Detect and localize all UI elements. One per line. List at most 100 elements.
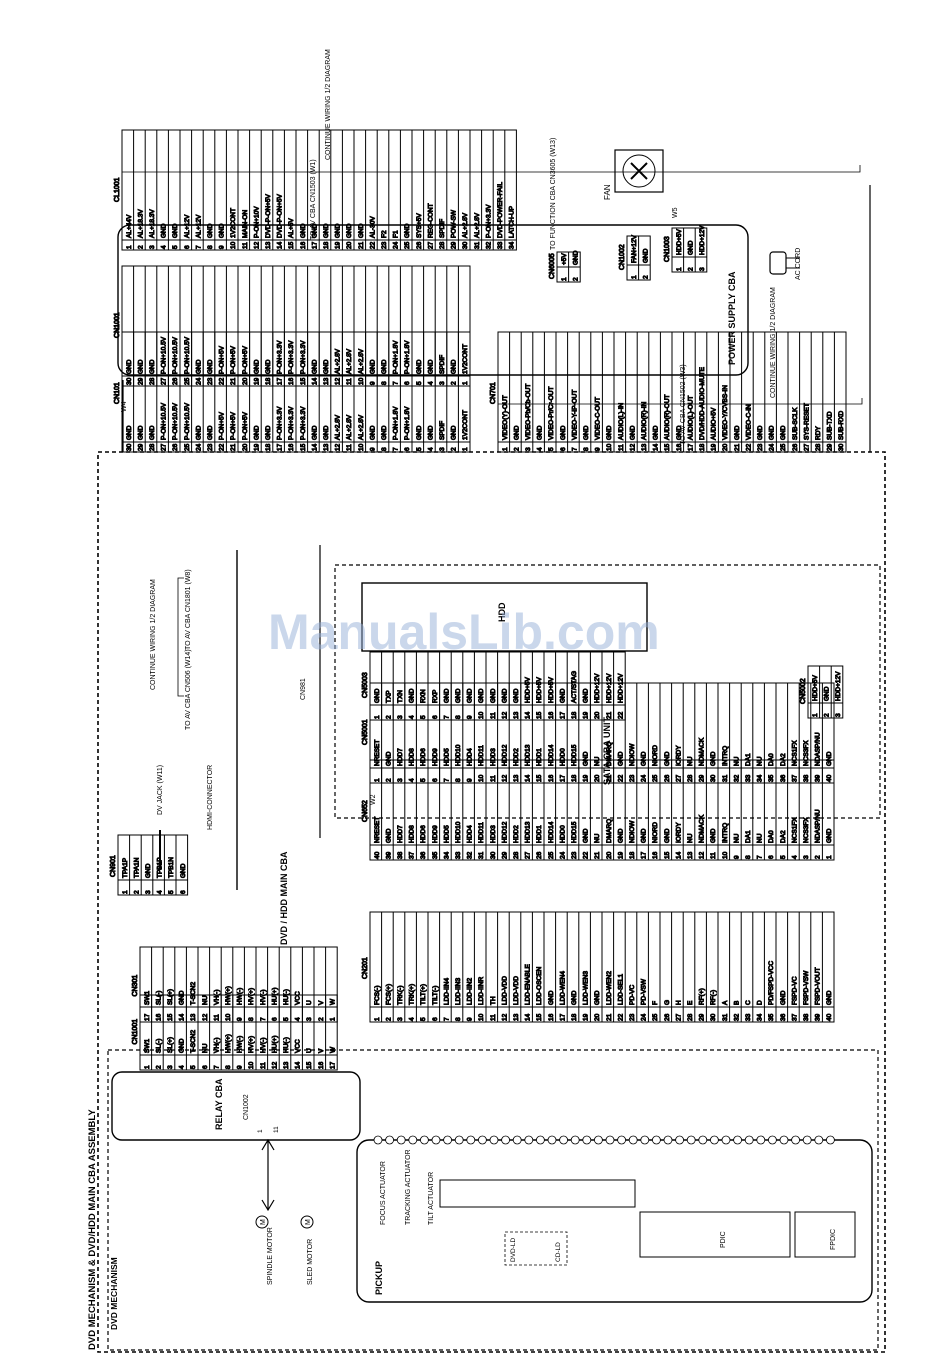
pin-number: 29: [451, 241, 458, 249]
connector-body: [671, 227, 708, 273]
pin-label: GND: [180, 863, 187, 878]
pin-label: SYS-RESET: [803, 403, 810, 440]
pin-number: 15: [300, 377, 307, 385]
pin-label: GND: [323, 359, 330, 374]
pin-number: 4: [791, 855, 798, 859]
pin-label: AL+2.8V: [335, 348, 342, 374]
pin-number: 7: [757, 855, 764, 859]
pin-label: GND: [427, 359, 434, 374]
pin-label: GND: [572, 250, 579, 265]
pin-label: HDD1: [536, 825, 543, 843]
pin-label: GND: [207, 425, 214, 440]
connector-cl1001: 1AL+44V2AL+18.3V3AL+18.3V4GND5GND6AL+12V…: [114, 129, 517, 251]
pin-label: GND: [311, 359, 318, 374]
pin-label: GND: [617, 751, 624, 766]
pin-label: ACT/STAG: [571, 671, 578, 703]
pin-label: GND: [467, 688, 474, 703]
pin-label: GND: [311, 223, 318, 238]
pin-number: 28: [149, 377, 156, 385]
pin-label: GND: [583, 688, 590, 703]
pin-label: GND: [780, 990, 787, 1005]
connector-blocks: 1AL+44V2AL+18.3V3AL+18.3V4GND5GND6AL+12V…: [110, 129, 847, 1071]
pin-label: P-ON+3.3V: [485, 204, 492, 238]
pin-label: GND: [126, 425, 133, 440]
pin-label: T-SCN2: [190, 1030, 197, 1054]
pin-number: 5: [420, 1017, 427, 1021]
pin-number: 18: [699, 443, 706, 451]
pin-number: 12: [501, 1013, 508, 1021]
pin-number: 9: [369, 381, 376, 385]
pin-label: DA2: [780, 830, 787, 843]
pin-label: HW(+): [225, 986, 232, 1005]
pin-number: 7: [443, 1017, 450, 1021]
sled-travel-arrow-icon: [261, 1138, 275, 1212]
pin-number: 29: [699, 1013, 706, 1021]
pin-number: 24: [195, 377, 202, 385]
pin-number: 24: [559, 851, 566, 859]
pin-number: 19: [583, 711, 590, 719]
pin-number: 25: [652, 774, 659, 782]
pin-label: DVD/HDD-AUDIO-MUTE: [699, 366, 706, 440]
pin-label: GND: [385, 828, 392, 843]
pin-number: 20: [242, 377, 249, 385]
pin-label: VIDEO-C-IN: [745, 404, 752, 440]
label-w4: W4: [121, 401, 128, 412]
pin-label: FCS(-): [374, 986, 381, 1006]
pin-label: HDD12: [501, 744, 508, 766]
pin-number: 19: [617, 851, 624, 859]
pin-label: TPA1P: [122, 858, 129, 878]
pin-number: 33: [497, 241, 504, 249]
pin-number: 5: [172, 245, 179, 249]
connector-name: CN1001: [114, 312, 121, 338]
pin-number: 34: [757, 1013, 764, 1021]
pin-label: GND: [513, 425, 520, 440]
pin-label: HDD8: [409, 748, 416, 766]
pin-number: 17: [559, 711, 566, 719]
pin-label: P-ON+10.5V: [161, 336, 168, 374]
label-to-av-cba-cn506: TO AV CBA CN506 (W14): [185, 649, 192, 730]
pin-label: AL+2.8V: [358, 348, 365, 374]
pin-label: HV(+): [248, 988, 255, 1005]
pin-number: 12: [271, 1061, 278, 1069]
pin-number: 3: [803, 855, 810, 859]
pin-label: TRK(+): [409, 984, 416, 1005]
label-hdd: HDD: [497, 602, 507, 622]
ld-dashed-box: [504, 1231, 568, 1266]
pin-label: SL(-): [155, 991, 162, 1005]
pin-label: GND: [323, 223, 330, 238]
pdic-box: [639, 1211, 791, 1258]
pin-number: 2: [385, 715, 392, 719]
pin-number: 9: [237, 1065, 244, 1069]
pin-label: HDD9: [432, 825, 439, 843]
pin-number: 5: [780, 855, 787, 859]
pin-number: 34: [757, 774, 764, 782]
pin-label: LDD-IINR: [478, 977, 485, 1005]
pin-label: HDD+12V: [606, 673, 613, 703]
pin-label: LDD-VDD: [501, 976, 508, 1005]
pin-label: GND: [710, 828, 717, 843]
pin-label: GND: [451, 425, 458, 440]
pin-label: LDD-OSCEN: [536, 966, 543, 1005]
pin-number: 27: [803, 443, 810, 451]
pin-number: 3: [835, 713, 842, 717]
pin-number: 26: [792, 443, 799, 451]
pin-label: P-ON+10.5V: [184, 336, 191, 374]
pin-label: 1V2CONT: [230, 208, 237, 238]
pin-number: 23: [757, 443, 764, 451]
pin-number: 31: [474, 241, 481, 249]
pin-number: 26: [664, 774, 671, 782]
pin-label: HDD1: [536, 748, 543, 766]
pin-number: 28: [439, 241, 446, 249]
pin-label: GND: [358, 223, 365, 238]
pin-number: 19: [711, 443, 718, 451]
pin-label: GND: [826, 990, 833, 1005]
pin-number: 18: [629, 851, 636, 859]
pin-label: HDD2: [513, 825, 520, 843]
pin-label: GND: [195, 359, 202, 374]
pin-number: 3: [167, 1065, 174, 1069]
pin-label: SPDIF: [439, 355, 446, 374]
pin-label: 1V2CONT: [462, 344, 469, 374]
pin-label: GND: [443, 688, 450, 703]
pin-number: 11: [490, 712, 497, 719]
